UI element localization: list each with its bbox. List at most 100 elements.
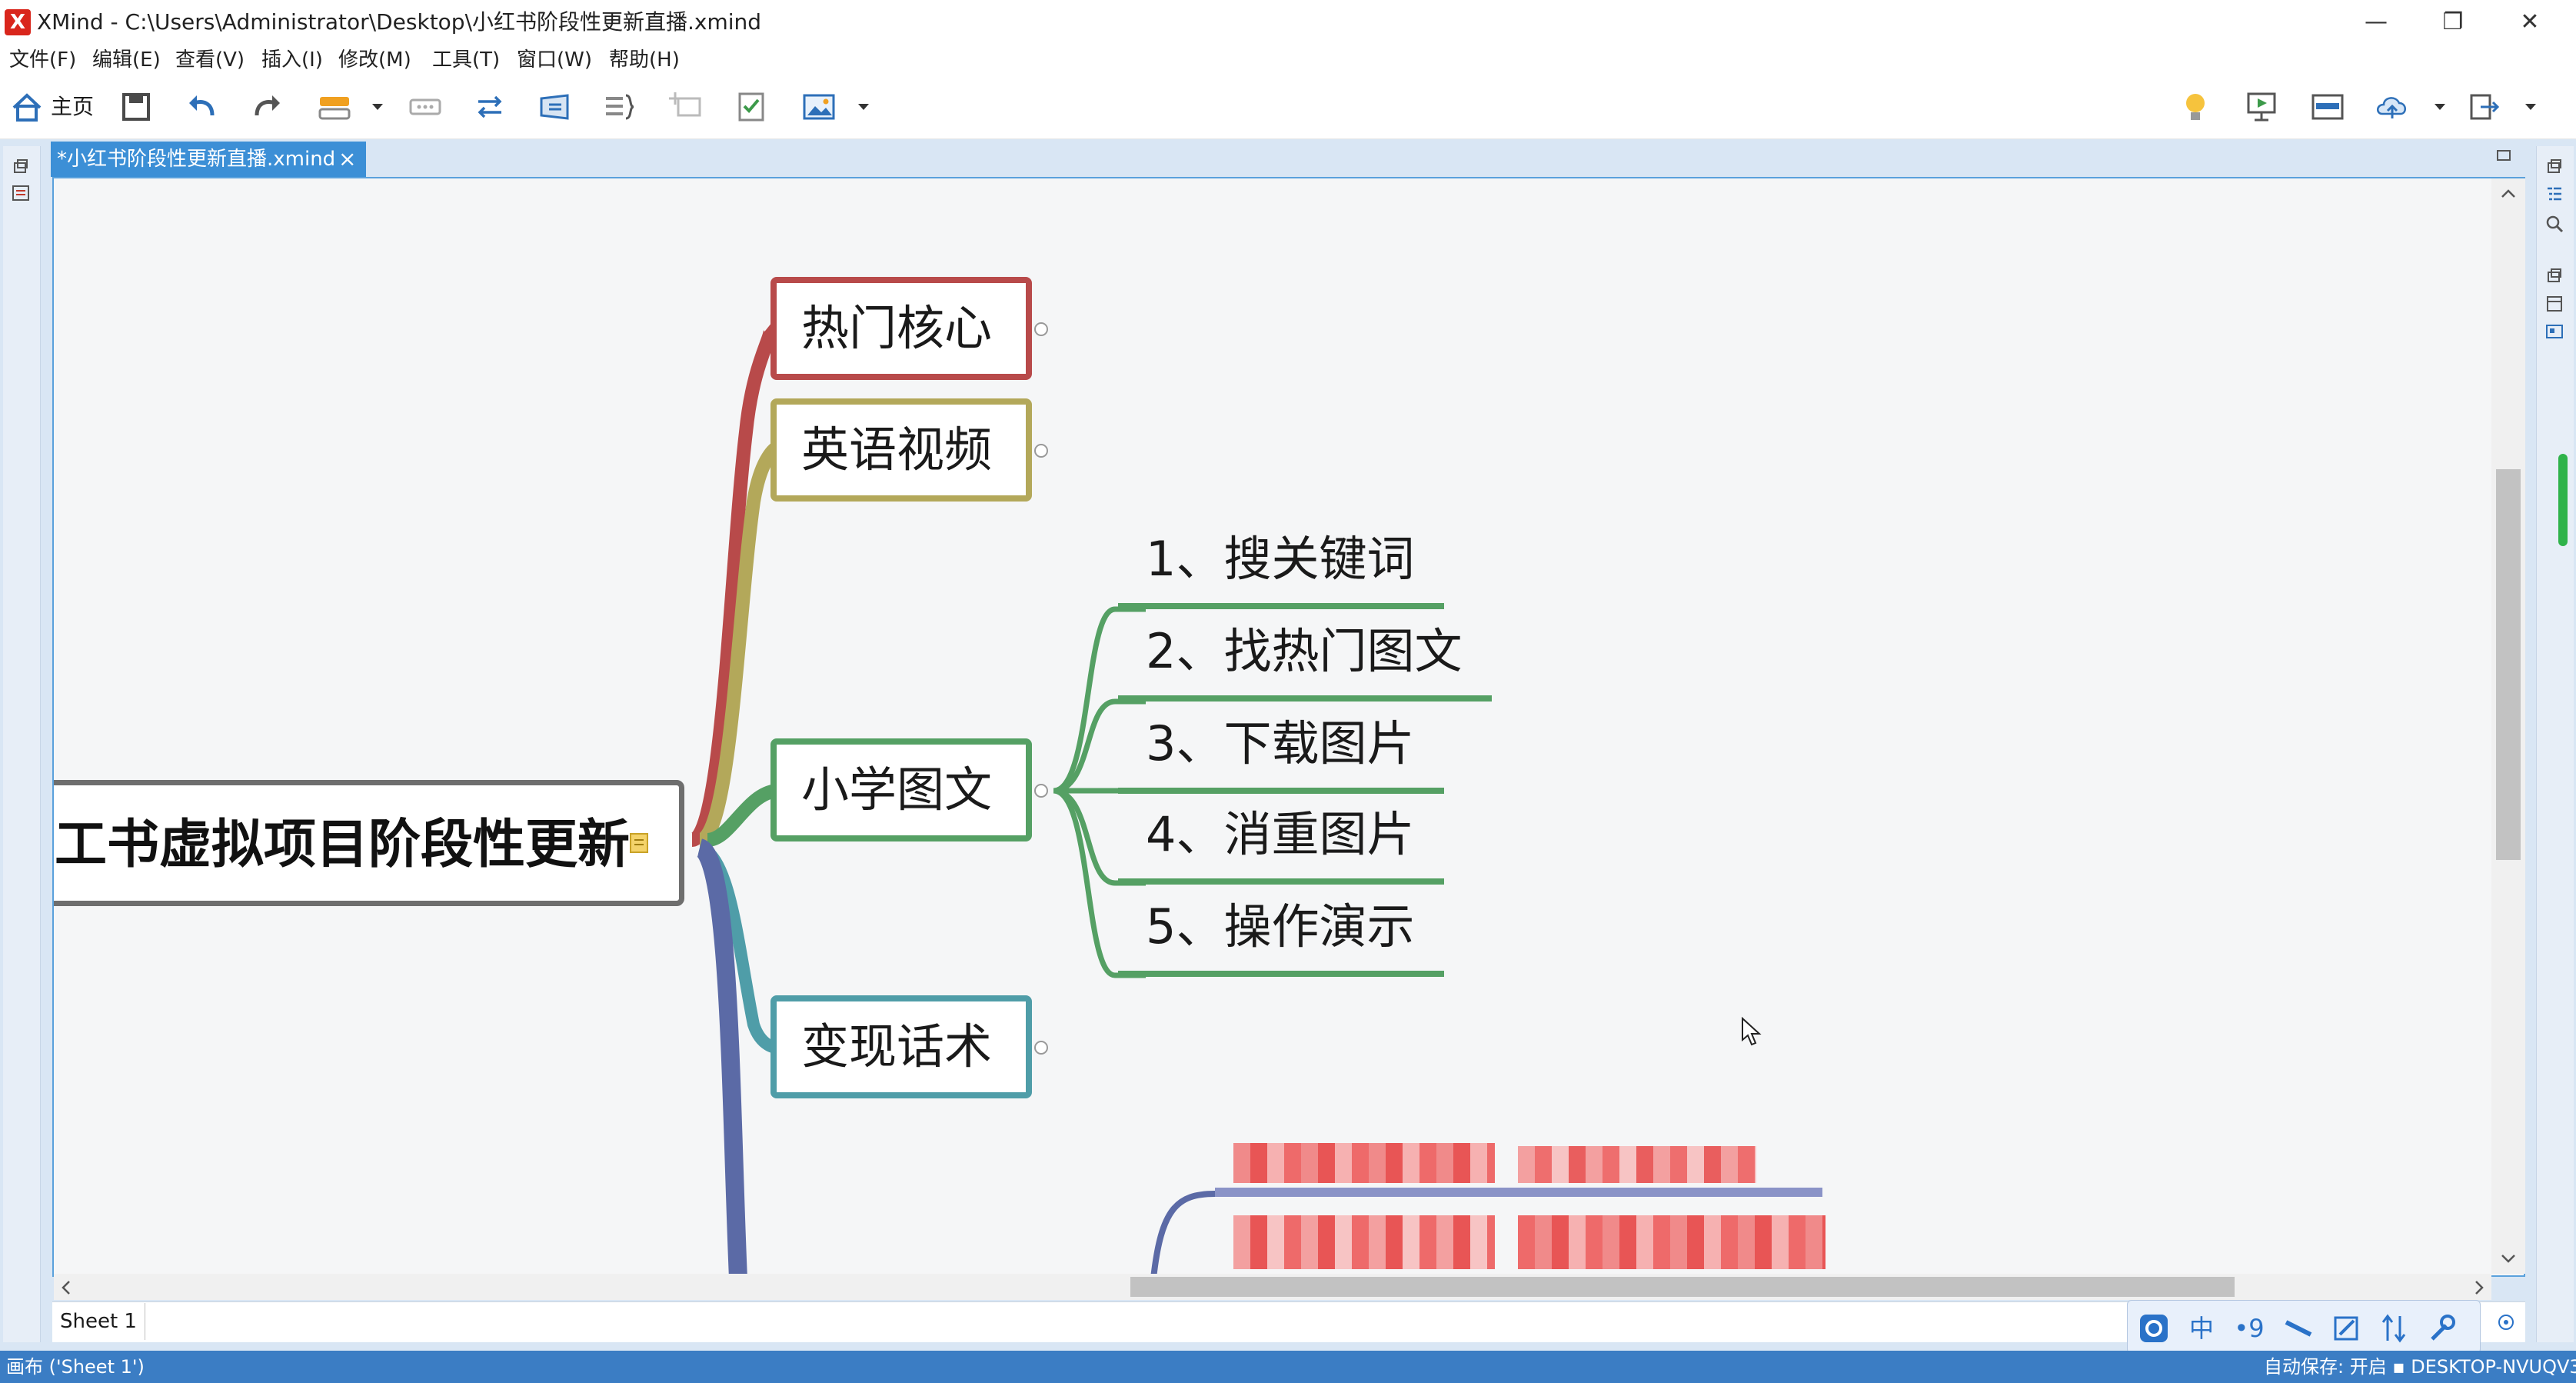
pixelated-text-row — [1233, 1215, 1849, 1269]
subtopic-find-hot-posts[interactable]: 2、找热门图文 — [1146, 623, 1463, 679]
connector-sub-1 — [1053, 606, 1146, 794]
status-right-text: 自动保存: 开启 ▪ DESKTOP-NVUQV32 — [2264, 1356, 2576, 1378]
central-topic-label: 工书虚拟项目阶段性更新 — [55, 815, 631, 875]
restore-panel-icon[interactable] — [11, 157, 31, 177]
mindmap-canvas[interactable]: 工书虚拟项目阶段性更新 热门核心 英语视频 小学图文 变现话术 1、搜关键词 2… — [52, 177, 2525, 1277]
menu-insert[interactable]: 插入(I) — [261, 48, 323, 72]
topic-monetization-script[interactable]: 变现话术 — [770, 995, 1032, 1098]
subtopic-dedupe-images[interactable]: 4、消重图片 — [1146, 806, 1415, 862]
expand-marker-icon[interactable] — [1034, 1041, 1048, 1055]
mindmap-drawing — [689, 320, 1822, 1275]
status-left-text: 画布 ('Sheet 1') — [6, 1356, 145, 1378]
connector-extra-branch — [1150, 1191, 1216, 1275]
insert-marker-icon[interactable] — [667, 89, 703, 125]
ime-keyboard-icon[interactable] — [2281, 1311, 2315, 1345]
summary-icon[interactable] — [601, 89, 637, 125]
close-button[interactable]: ✕ — [2520, 8, 2540, 35]
minimize-button[interactable]: — — [2365, 8, 2388, 35]
restore-button[interactable]: ❐ — [2442, 8, 2464, 35]
sheet-tab[interactable]: Sheet 1 — [55, 1303, 145, 1340]
restore-panel-icon[interactable] — [2544, 266, 2564, 286]
presentation-icon[interactable] — [2244, 89, 2279, 125]
menu-help[interactable]: 帮助(H) — [609, 48, 680, 72]
export-icon[interactable] — [2467, 89, 2502, 125]
share-upload-icon[interactable] — [2375, 89, 2410, 125]
ime-switch-icon[interactable] — [2377, 1311, 2411, 1345]
chevron-down-icon[interactable] — [857, 100, 870, 114]
save-icon[interactable] — [118, 89, 154, 125]
scroll-right-icon[interactable] — [2471, 1278, 2487, 1297]
window-title: XMind - C:\Users\Administrator\Desktop\小… — [37, 9, 762, 35]
branch-line-english-video — [697, 441, 780, 847]
ime-settings-wrench-icon[interactable] — [2425, 1311, 2458, 1345]
expand-marker-icon[interactable] — [1034, 322, 1048, 336]
home-label[interactable]: 主页 — [51, 94, 95, 119]
note-icon[interactable] — [628, 831, 650, 855]
branch-line-extra — [695, 838, 747, 1275]
insert-image-icon[interactable] — [801, 89, 837, 125]
ime-chinese-mode[interactable]: 中 — [2188, 1314, 2214, 1343]
expand-marker-icon[interactable] — [1034, 444, 1048, 458]
chevron-down-icon[interactable] — [2524, 100, 2538, 114]
branch-line-primary-text — [706, 784, 778, 847]
callout-icon[interactable] — [408, 89, 443, 125]
topic-label: 变现话术 — [801, 1018, 993, 1075]
menu-modify[interactable]: 修改(M) — [338, 48, 411, 72]
side-indicator — [2558, 454, 2568, 546]
connector-sub-2 — [1053, 698, 1146, 794]
undo-icon[interactable] — [185, 89, 220, 125]
subtopic-search-keywords[interactable]: 1、搜关键词 — [1146, 531, 1415, 587]
maximize-editor-icon[interactable] — [2494, 146, 2513, 165]
left-dock — [3, 146, 41, 1342]
menu-window[interactable]: 窗口(W) — [517, 48, 592, 72]
lightbulb-icon[interactable] — [2178, 89, 2213, 125]
chevron-down-icon[interactable] — [2433, 100, 2447, 114]
scroll-up-icon[interactable] — [2499, 186, 2518, 202]
zoom-icon[interactable] — [2544, 214, 2564, 234]
outline-icon[interactable] — [2544, 185, 2564, 205]
subtopic-demo[interactable]: 5、操作演示 — [1146, 898, 1415, 955]
layout-panel-icon[interactable] — [2310, 89, 2345, 125]
outline-panel-icon[interactable] — [11, 183, 31, 203]
collapse-marker-icon[interactable] — [1034, 784, 1048, 798]
menu-edit[interactable]: 编辑(E) — [92, 48, 161, 72]
topic-primary-school-text[interactable]: 小学图文 — [770, 738, 1032, 841]
editor-tab[interactable]: *小红书阶段性更新直播.xmind — [51, 142, 366, 177]
pixelated-text-row — [1233, 1143, 1833, 1183]
scroll-left-icon[interactable] — [58, 1278, 74, 1297]
tab-close-icon[interactable]: × — [338, 146, 357, 172]
properties-icon[interactable] — [2544, 294, 2564, 314]
branch-line-hot-core — [689, 320, 777, 847]
chevron-down-icon[interactable] — [371, 100, 384, 114]
boundary-icon[interactable] — [537, 89, 572, 125]
xmind-logo-icon: X — [5, 9, 31, 35]
overview-icon[interactable] — [2544, 322, 2564, 342]
insert-topic-icon[interactable] — [317, 89, 352, 125]
subtopic-download-images[interactable]: 3、下载图片 — [1146, 715, 1415, 771]
home-icon[interactable] — [9, 89, 45, 125]
topic-english-video[interactable]: 英语视频 — [770, 398, 1032, 502]
topic-label: 热门核心 — [801, 300, 993, 356]
relationship-icon[interactable] — [472, 89, 508, 125]
mouse-cursor-icon — [1742, 1017, 1762, 1046]
menu-bar: 文件(F) 编辑(E) 查看(V) 插入(I) 修改(M) 工具(T) 窗口(W… — [0, 45, 2576, 75]
ime-handwrite-icon[interactable] — [2329, 1311, 2363, 1345]
ime-logo-icon[interactable] — [2137, 1311, 2171, 1345]
menu-tools[interactable]: 工具(T) — [432, 48, 501, 72]
right-dock — [2536, 146, 2574, 1342]
zoom-fit-icon[interactable] — [2496, 1312, 2516, 1332]
topic-hot-core[interactable]: 热门核心 — [770, 277, 1032, 380]
topic-label: 英语视频 — [801, 422, 993, 478]
scroll-down-icon[interactable] — [2499, 1251, 2518, 1266]
task-icon[interactable] — [734, 89, 769, 125]
menu-file[interactable]: 文件(F) — [9, 48, 77, 72]
central-topic[interactable]: 工书虚拟项目阶段性更新 — [54, 780, 684, 906]
vertical-scroll-thumb[interactable] — [2496, 469, 2521, 860]
redo-icon[interactable] — [249, 89, 285, 125]
toolbar: 主页 — [0, 75, 2576, 139]
ime-punctuation-mode[interactable]: •9 — [2234, 1314, 2265, 1343]
menu-view[interactable]: 查看(V) — [175, 48, 245, 72]
restore-panel-icon[interactable] — [2544, 157, 2564, 177]
title-bar: X XMind - C:\Users\Administrator\Desktop… — [0, 0, 2576, 45]
horizontal-scroll-thumb[interactable] — [1130, 1277, 2235, 1297]
